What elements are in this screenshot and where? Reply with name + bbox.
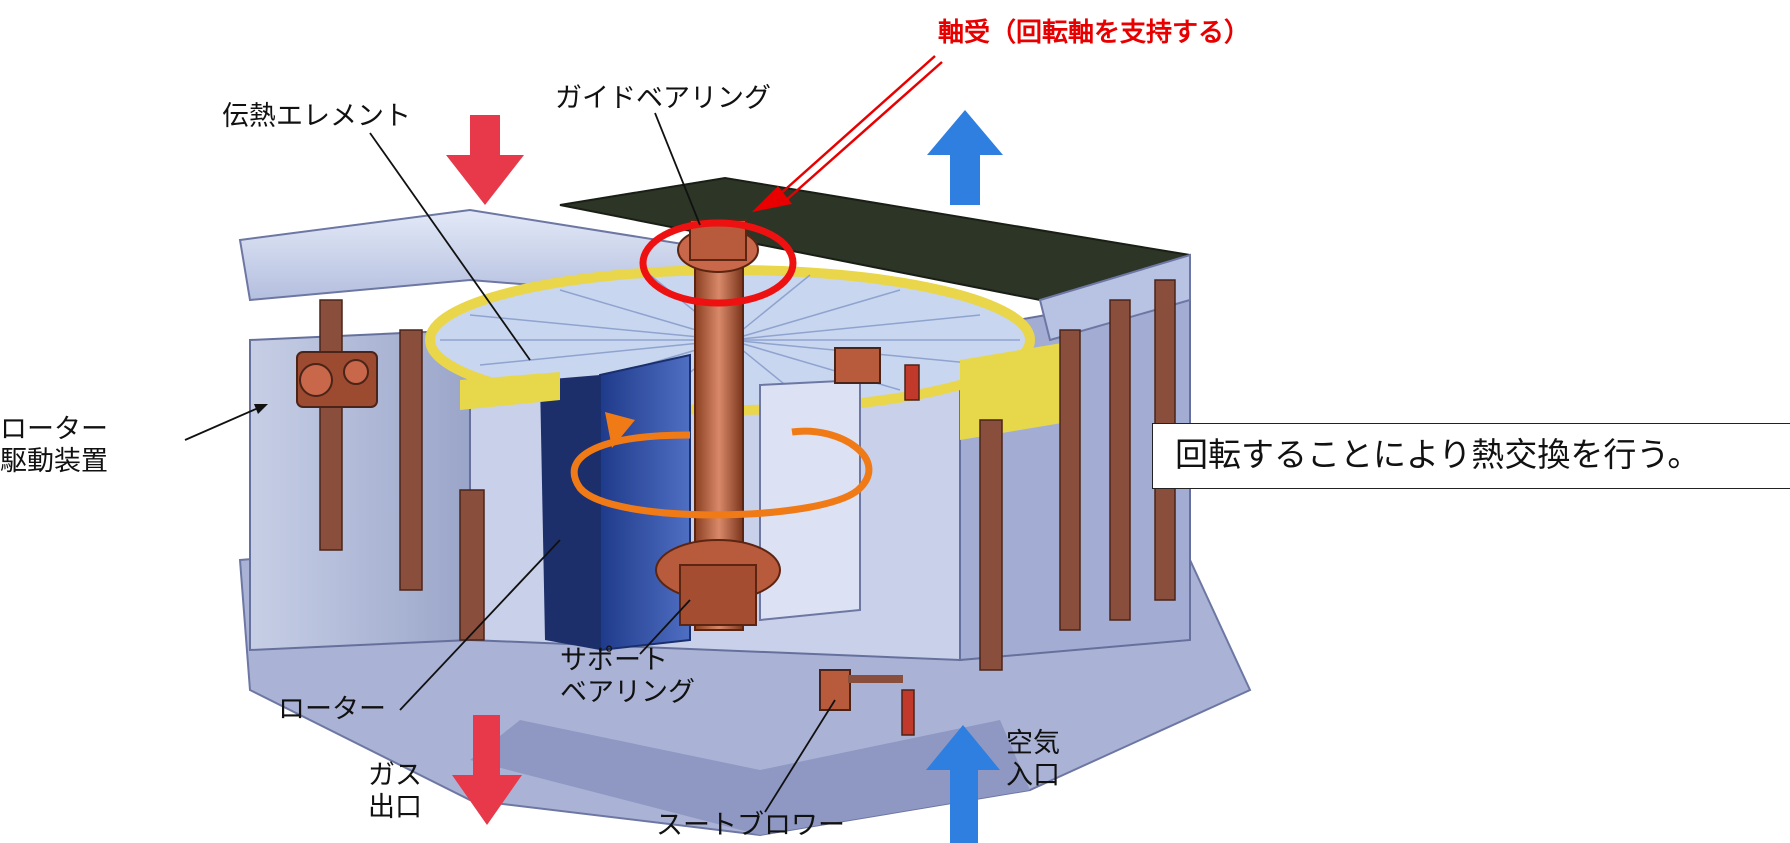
bearing-callout-pointer [777, 55, 943, 203]
air-outlet-arrow [927, 110, 1003, 205]
inner-housing [759, 378, 861, 622]
guide-bearing-highlight-circle [639, 219, 797, 307]
bearing-callout-text: 軸受（回転軸を支持する） [938, 18, 1251, 48]
soot-blower-unit [819, 669, 915, 736]
air-inlet-arrow [926, 725, 1000, 843]
gas-outlet-arrow [452, 715, 522, 825]
label-rotor: ローター [278, 694, 386, 725]
rotor-cut-face [540, 375, 600, 650]
gas-inlet-arrow [446, 115, 524, 205]
base-front-face [470, 720, 1030, 835]
rotation-arrowhead [605, 412, 635, 448]
bearing-callout-arrowhead [752, 186, 792, 212]
label-support-bearing: サポート ベアリング [560, 645, 695, 708]
label-air-inlet: 空気 入口 [1006, 728, 1060, 791]
support-bearing-body [679, 564, 757, 626]
rotation-note-text: 回転することにより熱交換を行う。 [1175, 435, 1701, 474]
rotation-note-box: 回転することにより熱交換を行う。 [1152, 423, 1790, 489]
label-heat-element: 伝熱エレメント [222, 101, 411, 132]
top-hood-right-wall [1038, 253, 1191, 342]
label-soot-blower: スートブロワー [656, 810, 845, 841]
label-guide-bearing: ガイドベアリング [555, 83, 771, 114]
label-rotor-drive: ローター 駆動装置 [0, 414, 108, 477]
yellow-lining-right [960, 340, 1080, 440]
rotor-drive-unit [296, 351, 378, 408]
right-drive-motor [834, 347, 920, 401]
yellow-lining-left [460, 372, 560, 410]
leader-lines [184, 112, 836, 813]
rotation-arrow [570, 427, 873, 519]
label-gas-outlet: ガス 出口 [368, 760, 422, 823]
rotor-drive-leader-head [254, 404, 268, 414]
